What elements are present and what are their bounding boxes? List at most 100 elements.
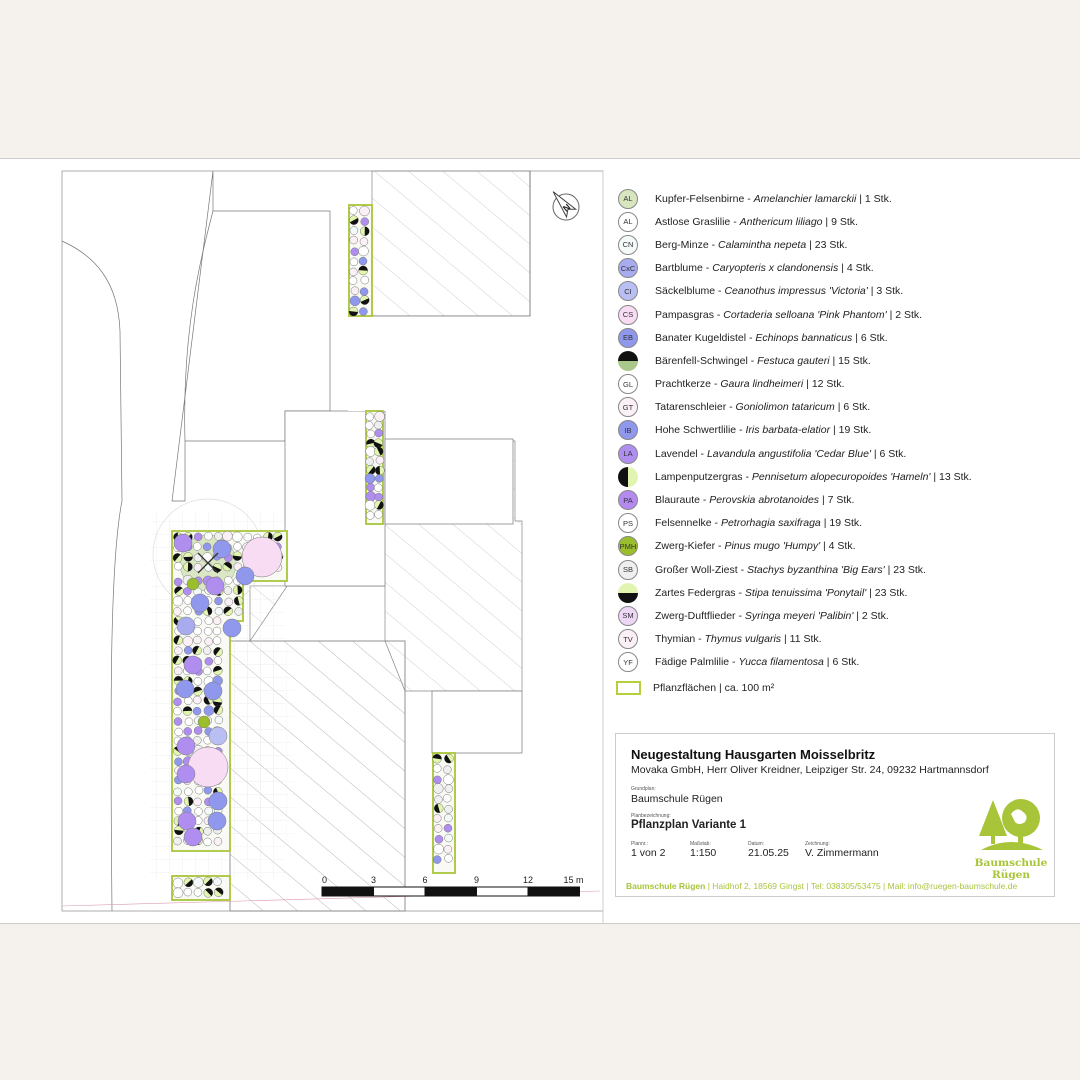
plant-symbol: [365, 412, 374, 422]
plant-symbol: [358, 245, 369, 257]
planbez-label: Planbezeichnung:: [631, 813, 671, 819]
plant-symbol: [444, 784, 454, 793]
plant-symbol: [214, 532, 223, 541]
plant-symbol: [176, 764, 196, 784]
plant-symbol: [193, 695, 202, 705]
legend-text: Zwerg-Duftflieder - Syringa meyeri 'Pali…: [655, 609, 889, 622]
legend-text: Großer Woll-Ziest - Stachys byzanthina '…: [655, 563, 926, 576]
plant-code: PS: [622, 518, 633, 528]
plant-symbol: [173, 666, 183, 676]
plant-symbol: [374, 428, 384, 438]
common-name: Thymian: [655, 633, 696, 646]
legend-text: Tatarenschleier - Goniolimon tataricum |…: [655, 401, 871, 414]
zeichnung-label: Zeichnung:: [805, 841, 830, 847]
plant-symbol: [192, 706, 202, 716]
legend-text: Lampenputzergras - Pennisetum alopecurop…: [655, 470, 972, 483]
plant-symbol: [375, 455, 385, 465]
legend-text: Zartes Federgras - Stipa tenuissima 'Pon…: [655, 586, 908, 599]
plant-count: | 19 Stk.: [833, 424, 872, 437]
plant-symbol: [222, 561, 233, 572]
plant-symbol: [186, 577, 200, 591]
plant-symbol-icon: CN: [618, 234, 638, 255]
latin-name: Amelanchier lamarckii: [753, 192, 857, 205]
plant-symbol: [359, 287, 369, 296]
plant-symbol: [243, 532, 253, 542]
plant-symbol: [366, 438, 376, 449]
plant-symbol: [183, 552, 193, 562]
plant-symbol: [183, 587, 192, 596]
plant-symbol-icon: EB: [618, 327, 638, 348]
plant-code: PA: [623, 495, 633, 505]
legend-item: SM Zwerg-Duftflieder - Syringa meyeri 'Pa…: [618, 604, 1073, 627]
plant-symbol: [194, 807, 203, 816]
grundplan-label: Grundplan:: [631, 786, 656, 792]
datum-value: 21.05.25: [748, 847, 789, 859]
plant-symbol-icon: YF: [618, 652, 638, 673]
scale-tick-label: 3: [371, 875, 376, 885]
plant-symbol: [173, 796, 183, 806]
common-name: Kupfer-Felsenbirne: [655, 192, 745, 205]
scale-segment: [424, 886, 477, 897]
plant-code: IB: [624, 425, 632, 435]
plant-count: | 6 Stk.: [855, 331, 888, 344]
plant-symbol: [433, 843, 444, 855]
plant-symbol: [359, 237, 369, 246]
plant-code: SM: [622, 611, 634, 621]
common-name: Banater Kugeldistel: [655, 331, 747, 344]
plant-symbol: [349, 267, 358, 277]
common-name: Prachtkerze: [655, 378, 712, 391]
plant-count: | 15 Stk.: [832, 354, 871, 367]
scale-tick-label: 0: [322, 875, 327, 885]
plant-symbol: [374, 510, 383, 519]
plant-symbol: [172, 877, 184, 889]
plant-code: PMH: [619, 541, 637, 551]
plant-symbol: [359, 307, 368, 316]
plant-symbol-icon: SB: [618, 559, 638, 580]
plant-symbol: [172, 553, 183, 563]
plant-symbol: [212, 563, 222, 573]
plant-symbol: [203, 888, 213, 898]
plant-symbol: [183, 596, 193, 605]
legend-text: Prachtkerze - Gaura lindheimeri | 12 Stk…: [655, 378, 845, 391]
legend-text: Felsennelke - Petrorhagia saxifraga | 19…: [655, 517, 863, 530]
legend-text: Hohe Schwertlilie - Iris barbata-elatior…: [655, 424, 872, 437]
plant-count: | 23 Stk.: [869, 586, 908, 599]
plant-symbol: [432, 855, 442, 864]
plant-symbol: [224, 597, 234, 607]
plant-symbol: [203, 837, 212, 847]
north-arrow-icon: N: [552, 191, 580, 221]
plant-symbol: [434, 795, 443, 804]
plant-symbol: [193, 563, 203, 572]
plant-symbol: [444, 833, 453, 843]
plant-symbol: [173, 607, 182, 616]
plant-symbol: [172, 887, 184, 899]
plant-symbol: [213, 705, 224, 715]
plant-symbol: [373, 438, 384, 448]
project-title: Neugestaltung Hausgarten Moisselbritz: [631, 747, 876, 762]
common-name: Zwerg-Kiefer: [655, 540, 716, 553]
plant-symbol: [348, 276, 358, 285]
plant-symbol: [241, 536, 283, 578]
plant-symbol: [222, 530, 233, 542]
plant-symbol: [213, 837, 223, 846]
plant-symbol: [444, 805, 453, 814]
plant-symbol: [183, 727, 192, 736]
plant-symbol: [444, 753, 454, 764]
plant-code: CS: [622, 310, 634, 320]
plant-symbol: [184, 717, 194, 727]
plant-symbol: [176, 616, 196, 636]
plant-count: | 13 Stk.: [933, 470, 972, 483]
plant-symbol: [183, 827, 203, 847]
plant-count: | 2 Stk.: [889, 308, 923, 321]
plant-symbol: [444, 813, 453, 823]
plant-symbol: [204, 637, 213, 646]
plant-symbol: [193, 888, 203, 897]
plant-symbol: [212, 636, 222, 645]
plant-symbol: [366, 482, 375, 492]
plant-symbol: [173, 697, 182, 707]
plant-symbol: [366, 429, 376, 439]
